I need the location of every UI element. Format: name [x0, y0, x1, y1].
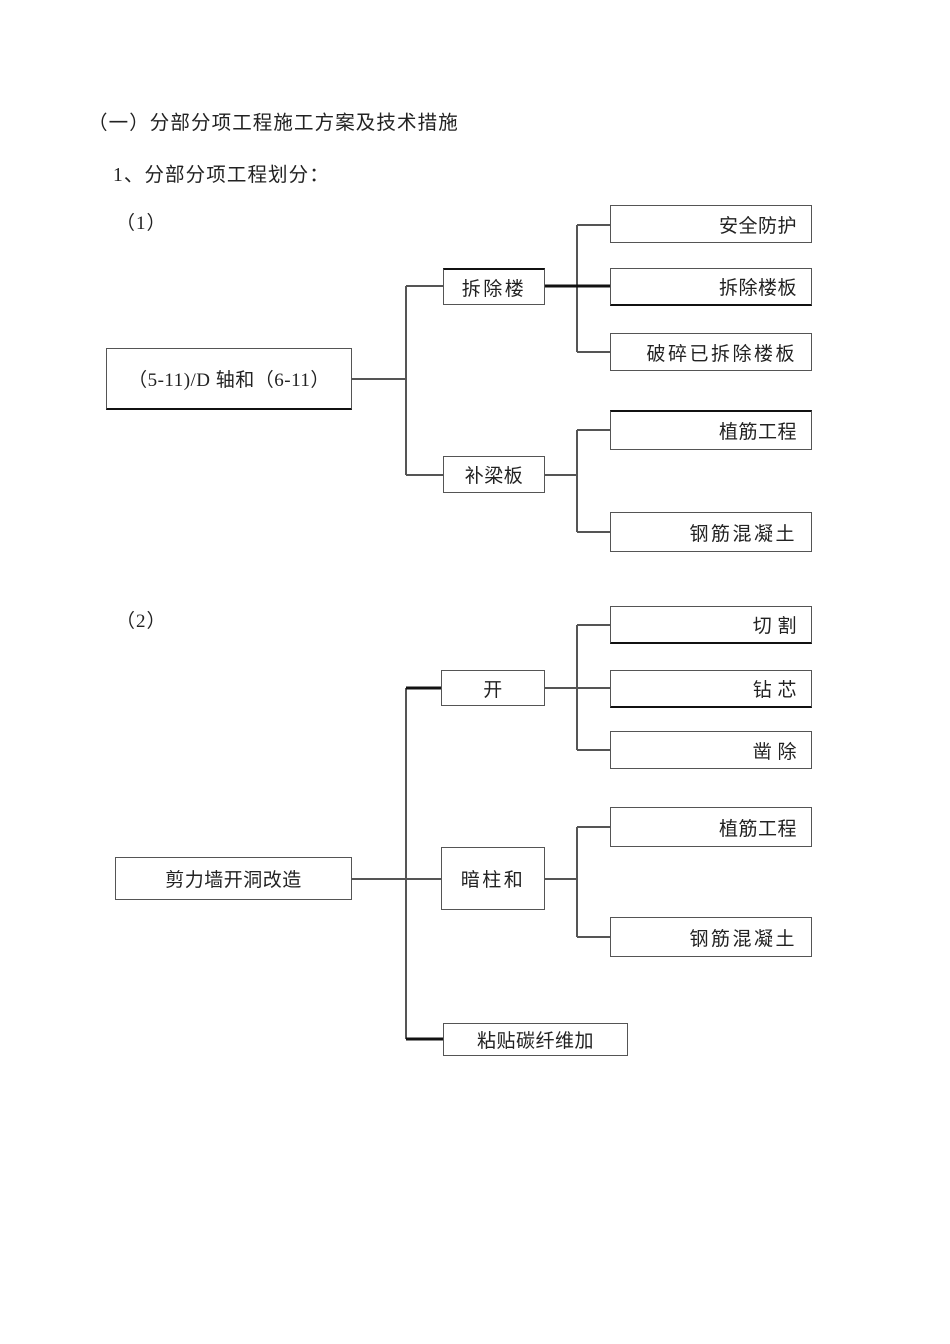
d1-leaf-1-label: 安全防护: [718, 215, 797, 237]
diagram-1-label: （1）: [116, 213, 167, 234]
page-title: （一）分部分项工程施工方案及技术措施: [88, 113, 459, 134]
d2-branch-node-1[interactable]: 开: [441, 670, 545, 706]
d2-leaf-3-label: 凿 除: [752, 741, 797, 763]
d1-branch-1-label: 拆除楼: [461, 278, 527, 300]
d1-leaf-2-label: 拆除楼板: [718, 278, 797, 299]
d1-leaf-4-label: 植筋工程: [718, 422, 797, 443]
d2-leaf-core-drilling[interactable]: 钻 芯: [610, 670, 812, 708]
d1-root-label: （5-11)/D 轴和（6-11）: [128, 370, 330, 391]
d2-branch-node-2[interactable]: 暗柱和: [441, 847, 545, 910]
section-subtitle: 1、分部分项工程划分：: [113, 165, 330, 186]
d2-leaf-5-label: 钢筋混凝土: [689, 928, 797, 950]
d2-branch-1-label: 开: [483, 679, 503, 701]
d1-root-node[interactable]: （5-11)/D 轴和（6-11）: [106, 348, 352, 410]
d1-leaf-demolish-slab[interactable]: 拆除楼板: [610, 268, 812, 306]
d2-leaf-2-label: 钻 芯: [752, 680, 797, 701]
d1-leaf-3-label: 破碎已拆除楼板: [646, 343, 797, 365]
d2-leaf-4-label: 植筋工程: [718, 818, 797, 840]
d1-leaf-rebar-planting[interactable]: 植筋工程: [610, 410, 812, 450]
d1-branch-node-1[interactable]: 拆除楼: [443, 268, 545, 305]
d1-branch-2-label: 补梁板: [464, 466, 524, 487]
d2-branch-node-3[interactable]: 粘贴碳纤维加: [443, 1023, 628, 1056]
d2-branch-3-label: 粘贴碳纤维加: [476, 1031, 594, 1052]
d2-leaf-cutting[interactable]: 切 割: [610, 606, 812, 644]
d1-leaf-crush-slab[interactable]: 破碎已拆除楼板: [610, 333, 812, 371]
d2-leaf-rebar-planting[interactable]: 植筋工程: [610, 807, 812, 847]
diagram-2-label: （2）: [116, 611, 167, 632]
d1-leaf-reinforced-concrete[interactable]: 钢筋混凝土: [610, 512, 812, 552]
d2-root-node[interactable]: 剪力墙开洞改造: [115, 857, 352, 900]
d1-branch-node-2[interactable]: 补梁板: [443, 456, 545, 493]
d2-leaf-1-label: 切 割: [752, 616, 797, 637]
d2-root-label: 剪力墙开洞改造: [165, 870, 302, 891]
d2-leaf-reinforced-concrete[interactable]: 钢筋混凝土: [610, 917, 812, 957]
d1-leaf-5-label: 钢筋混凝土: [689, 523, 797, 545]
d1-leaf-safety[interactable]: 安全防护: [610, 205, 812, 243]
d2-branch-2-label: 暗柱和: [460, 870, 526, 891]
d2-leaf-chiseling[interactable]: 凿 除: [610, 731, 812, 769]
